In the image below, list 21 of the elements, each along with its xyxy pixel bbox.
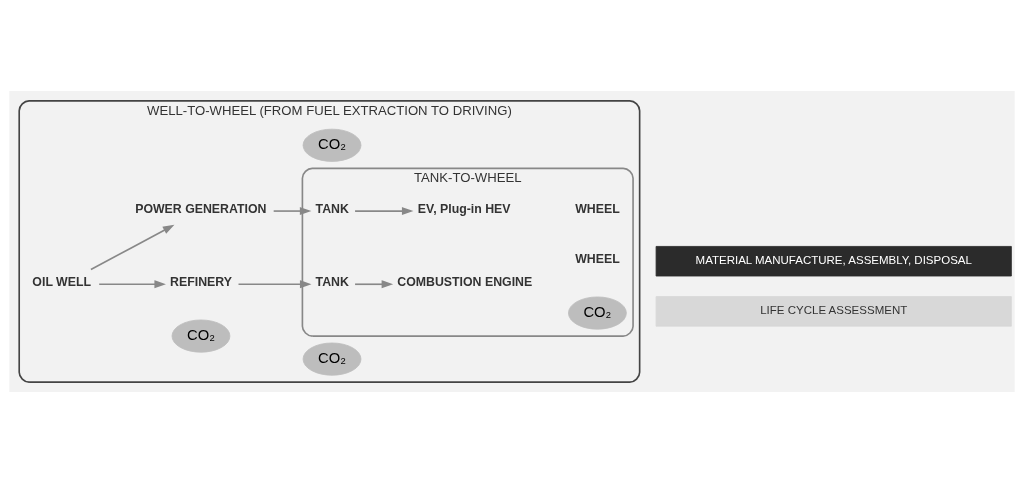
node-text: OIL WELL [32,274,92,289]
arrow [272,206,312,215]
node-box: LIFE CYCLE ASSESSMENT [655,295,1012,327]
arrow [354,206,414,215]
node-text: WHEEL [575,201,620,216]
node-text: POWER GENERATION [135,201,267,216]
node-ellipse: CO₂ [568,296,627,330]
arrow [98,279,166,288]
node-text: EV, Plug-in HEV [417,201,511,216]
arrow [354,279,394,288]
node-text: TANK [315,201,349,216]
arrow [237,279,312,288]
node-text: WHEEL [575,251,620,266]
node-text: TANK [315,274,349,289]
node-ellipse: CO₂ [302,128,362,162]
node-text: COMBUSTION ENGINE [397,274,533,289]
node-ellipse: CO₂ [302,342,362,376]
arrow [90,224,175,270]
node-ellipse: CO₂ [171,319,231,353]
node-text: REFINERY [170,274,233,289]
node-box: MATERIAL MANUFACTURE, ASSEMBLY, DISPOSAL [655,245,1012,276]
